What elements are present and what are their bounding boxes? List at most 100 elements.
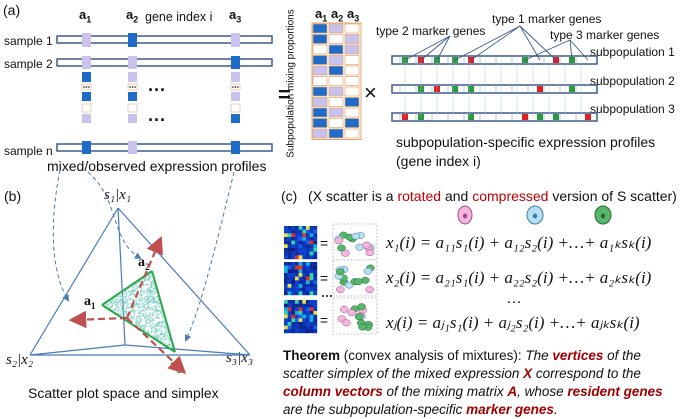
scatter-point: [148, 279, 150, 281]
scatter-point: [161, 314, 164, 317]
scatter-point: [120, 307, 123, 310]
heatmap-cell: [287, 318, 292, 323]
scatter-point: [155, 336, 158, 338]
scatter-point: [125, 302, 128, 304]
scatter-point: [145, 308, 148, 310]
heatmap-cell: [291, 233, 296, 238]
heatmap-cell: [295, 291, 299, 296]
scatter-point: [166, 330, 169, 332]
heatmap-cell: [295, 300, 299, 304]
scatter-point: [156, 323, 158, 326]
heatmap-cell: [306, 262, 310, 266]
scatter-point: [149, 307, 151, 309]
heatmap-cell: [309, 255, 314, 260]
scatter-point: [153, 305, 155, 308]
scatter-point: [156, 295, 158, 298]
sample-n-label: sample n: [4, 144, 53, 158]
scatter-point: [119, 299, 122, 301]
heatmap-cell: [298, 251, 303, 256]
heatmap-cell: [295, 307, 299, 312]
scatter-point: [120, 295, 122, 298]
outer-simplex: [29, 207, 251, 356]
heatmap-cell: [284, 280, 288, 285]
heatmap-cell: [313, 233, 318, 238]
heatmap-cell: [295, 318, 299, 323]
subpop-row-bar: [391, 112, 598, 122]
scatter-point: [152, 293, 154, 295]
heatmap-cell: [298, 322, 303, 326]
scatter-point: [121, 295, 124, 297]
heatmap-cell: [284, 229, 288, 234]
heatmap-cell: [302, 276, 307, 281]
heatmap-cell: [298, 329, 303, 334]
scatter-point: [151, 312, 154, 314]
scatter-point: [150, 299, 152, 301]
mixing-cell: [328, 65, 344, 76]
heatmap-cell: [284, 244, 288, 249]
heatmap-cell: [306, 284, 310, 288]
heatmap-cell: [306, 325, 310, 330]
heatmap-cell: [309, 248, 314, 252]
scatter-point: [164, 330, 167, 333]
panel-a-label: (a): [3, 2, 21, 18]
scatter-point: [163, 338, 165, 341]
scatter-point: [133, 309, 135, 312]
scatter-point: [140, 318, 143, 321]
heatmap-cell: [298, 248, 303, 252]
col-label-a2: a2: [126, 7, 139, 25]
scatter-point: [129, 295, 131, 297]
heatmap-cell: [284, 329, 288, 334]
scatter-point: [132, 317, 134, 320]
scatter-point: [144, 320, 147, 322]
heatmap-cell: [313, 311, 318, 315]
scatter-point: [145, 290, 148, 293]
scatter-point: [119, 310, 121, 313]
heatmap-cell: [295, 265, 299, 270]
heatmap-cell: [313, 314, 318, 319]
scatter-point: [110, 302, 113, 305]
scatter-point: [144, 307, 146, 310]
scatter-point: [121, 300, 124, 303]
scatter-point: [125, 289, 128, 292]
scatter-point: [138, 312, 140, 315]
heatmap-cell: [298, 311, 303, 315]
simplex-vertex-a2: a2: [138, 255, 150, 272]
scatter-point: [133, 304, 136, 307]
heatmap-cell: [284, 240, 288, 245]
heatmap-cell: [309, 262, 314, 266]
marker-green: [537, 114, 543, 120]
scatter-point: [137, 317, 140, 320]
heatmap-cell: [309, 280, 314, 285]
scatter-point: [145, 318, 148, 320]
heatmap-cell: [298, 300, 303, 304]
heatmap-cell: [291, 307, 296, 312]
scatter-point: [153, 299, 156, 301]
scatter-point: [136, 322, 138, 324]
scatter-point: [157, 334, 159, 337]
heatmap-cell: [291, 329, 296, 334]
heatmap-cell: [306, 314, 310, 319]
scatter-point: [140, 291, 142, 294]
mixing-cell: [344, 118, 360, 128]
heatmap-cell: [287, 269, 292, 274]
mixing-cell: [344, 97, 360, 107]
scatter-point: [118, 295, 121, 298]
heatmap-equals: = = =: [320, 235, 328, 328]
heatmap-cell: [287, 325, 292, 330]
scatter-point: [125, 300, 127, 303]
scatter-point: [133, 318, 136, 320]
scatter-point: [138, 306, 141, 308]
scatter-point: [138, 303, 140, 306]
heatmap-cell: [306, 244, 310, 249]
scatter-point: [120, 299, 123, 302]
scatter-point: [166, 335, 168, 337]
panel-c-label: (c): [281, 188, 298, 204]
heatmap-cell: [306, 226, 310, 230]
mixing-cell: [344, 55, 360, 65]
scatter-point: [148, 296, 151, 298]
heatmap-cell: [284, 300, 288, 304]
heatmap-cell: [291, 226, 296, 230]
scatter-point: [119, 304, 122, 307]
heatmap-cell: [298, 265, 303, 270]
scatter-point: [146, 292, 148, 295]
